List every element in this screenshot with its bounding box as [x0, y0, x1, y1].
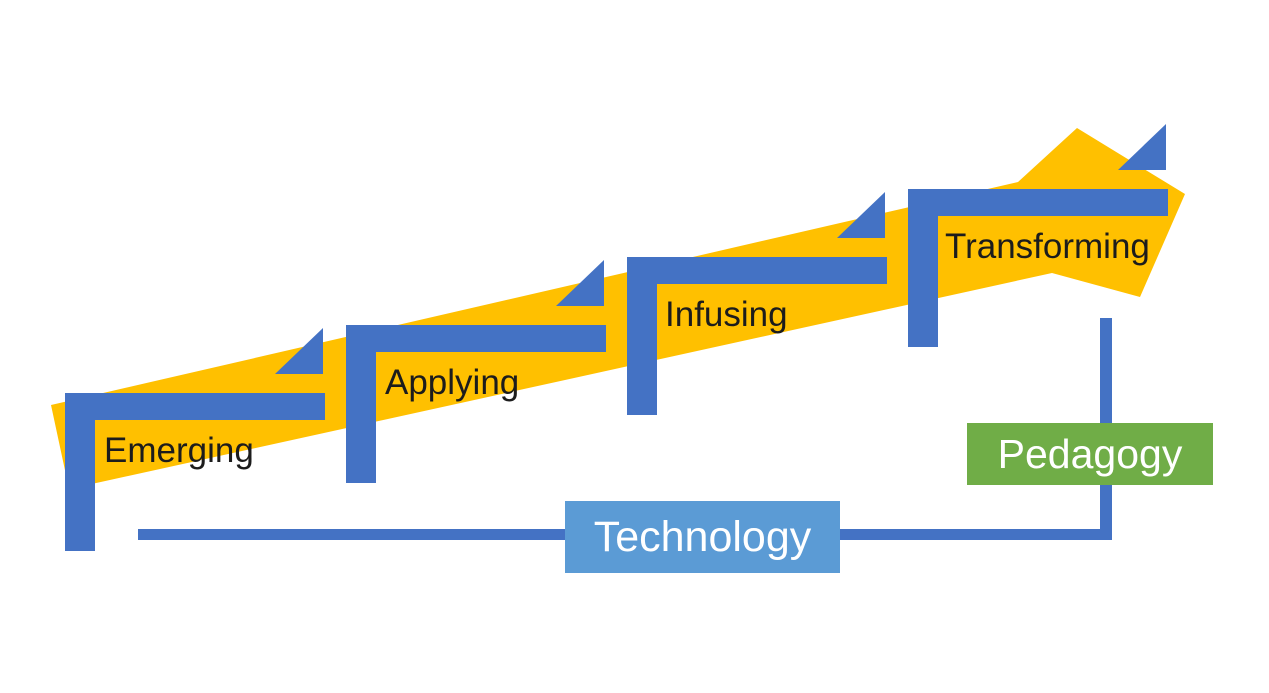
stage-label-transforming: Transforming: [945, 227, 1150, 266]
pedagogy-box: Pedagogy: [967, 423, 1213, 485]
technology-box-label: Technology: [593, 512, 812, 561]
stage-step-bracket-infusing: [627, 257, 887, 415]
stage-step-bracket-emerging: [65, 393, 325, 551]
stage-label-applying: Applying: [385, 363, 520, 402]
stage-label-emerging: Emerging: [104, 431, 254, 470]
pedagogy-box-label: Pedagogy: [997, 430, 1183, 477]
stage-step-bracket-applying: [346, 325, 606, 483]
step-flag-triangle-2: [556, 260, 604, 306]
stage-label-infusing: Infusing: [665, 295, 788, 334]
stage-step-bracket-transforming: [908, 189, 1168, 347]
technology-box: Technology: [565, 501, 840, 573]
step-flag-triangle-4: [1118, 124, 1166, 170]
step-flag-triangle-1: [275, 328, 323, 374]
growth-arrow-shape: [51, 128, 1185, 489]
step-flag-triangle-3: [837, 192, 885, 238]
